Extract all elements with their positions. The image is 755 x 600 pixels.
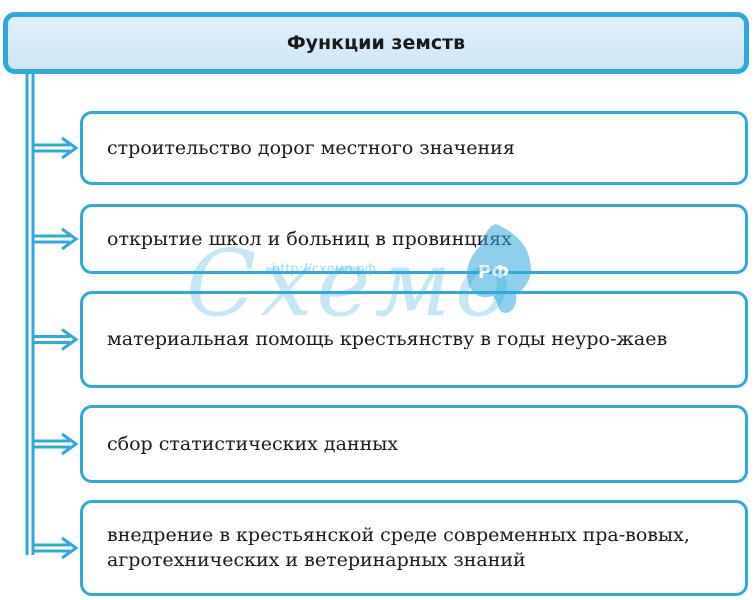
function-item-text: внедрение в крестьянской среде современн… [107, 524, 690, 571]
arrow-icon [33, 432, 79, 456]
arrow-icon [33, 136, 79, 160]
function-item-text: материальная помощь крестьянству в годы … [107, 328, 668, 350]
function-item-text: строительство дорог местного значения [107, 136, 515, 159]
function-item-text: сбор статистических данных [107, 432, 399, 455]
function-item-aid: материальная помощь крестьянству в годы … [80, 291, 748, 388]
function-item-statistics: сбор статистических данных [80, 405, 748, 483]
function-item-roads: строительство дорог местного значения [80, 111, 748, 185]
function-item-text: открытие школ и больниц в провинциях [107, 227, 512, 250]
arrow-icon [33, 227, 79, 251]
arrow-icon [33, 328, 79, 351]
function-item-knowledge: внедрение в крестьянской среде современн… [80, 500, 748, 596]
arrow-icon [33, 536, 79, 560]
function-item-schools: открытие школ и больниц в провинциях [80, 204, 748, 274]
diagram-title: Функции земств [3, 12, 749, 74]
